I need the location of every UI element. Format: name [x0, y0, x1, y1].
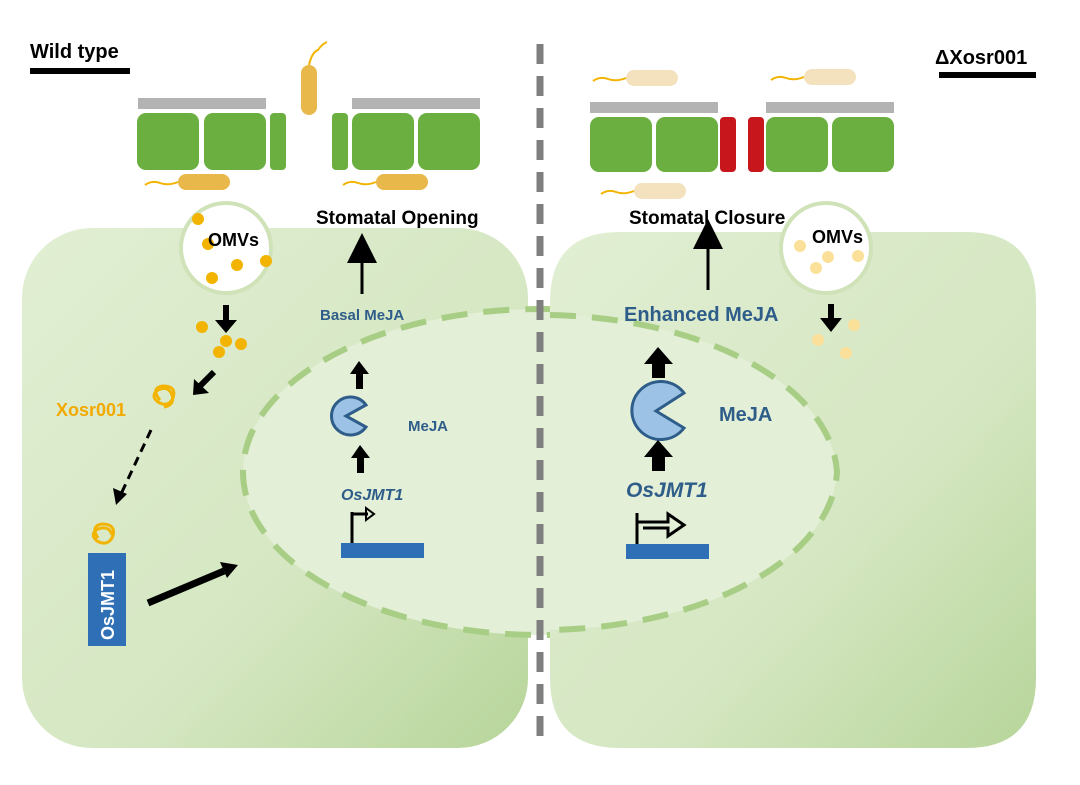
cuticle-layer	[138, 98, 266, 109]
epidermal-cell	[418, 113, 480, 170]
left-gene-label: OsJMT1	[341, 487, 403, 504]
epidermal-cell	[137, 113, 199, 170]
bacterium	[301, 41, 328, 115]
xosr001-label: Xosr001	[56, 400, 126, 420]
up-arrow	[351, 445, 370, 473]
epidermal-cell	[204, 113, 266, 170]
right-title-underline	[939, 72, 1036, 78]
dashed-arrow-head	[113, 488, 127, 505]
osjmt1-protein-label: OsJMT1	[98, 570, 118, 640]
promoter-arrow-icon	[635, 511, 687, 545]
enhanced-meja-label: Enhanced MeJA	[624, 304, 778, 326]
epidermal-cell	[766, 117, 828, 172]
left-omv-label: OMVs	[208, 230, 259, 250]
left-panel-title: Wild type	[30, 41, 119, 63]
left-title-underline	[30, 68, 130, 74]
meja-enzyme-icon	[630, 380, 687, 441]
cuticle-layer	[352, 98, 480, 109]
guard-cell	[270, 113, 286, 170]
cuticle-layer	[590, 102, 718, 113]
diagonal-arrow	[193, 369, 217, 395]
right-stomata-closed	[590, 102, 894, 172]
up-arrow	[644, 440, 673, 471]
bacterium	[600, 183, 686, 199]
right-panel-title: ΔXosr001	[935, 47, 1027, 69]
closed-guard-cell	[720, 117, 736, 172]
omv-vesicle	[779, 201, 873, 295]
right-meja-label: MeJA	[719, 404, 772, 426]
nucleus-right-half	[549, 312, 841, 633]
thick-down-arrow	[820, 304, 842, 332]
closed-guard-cell	[748, 117, 764, 172]
osjmt1-protein-box	[88, 553, 126, 646]
stomatal-opening-label: Stomatal Opening	[316, 208, 479, 229]
dashed-arrow	[119, 429, 153, 495]
omv-cargo-dots	[196, 321, 247, 358]
right-panel: ΔXosr001 Stomatal C	[549, 47, 1036, 748]
right-omv-label: OMVs	[812, 227, 863, 247]
up-arrow	[350, 361, 369, 389]
stomatal-closure-label: Stomatal Closure	[629, 208, 785, 229]
inhibition-arrow-head	[220, 562, 238, 578]
inhibition-arrow	[146, 567, 226, 607]
epidermal-cell	[352, 113, 414, 170]
epidermal-cell	[832, 117, 894, 172]
epidermal-cell	[590, 117, 652, 172]
promoter-arrow-icon	[350, 506, 376, 543]
guard-cell	[332, 113, 348, 170]
thick-down-arrow	[215, 305, 237, 333]
gene-bar	[341, 543, 424, 558]
epidermal-cell	[656, 117, 718, 172]
omv-vesicle	[179, 201, 273, 295]
bacterium	[144, 174, 230, 190]
basal-meja-label: Basal MeJA	[320, 307, 404, 324]
right-gene-label: OsJMT1	[626, 479, 708, 502]
left-meja-label: MeJA	[408, 418, 448, 435]
meja-enzyme-icon	[330, 395, 369, 437]
up-arrow	[644, 347, 673, 378]
gene-bar	[626, 544, 709, 559]
bacterium	[342, 174, 428, 190]
cuticle-layer	[766, 102, 894, 113]
xosr001-bound-icon	[91, 522, 115, 545]
bacterium	[592, 70, 678, 86]
omv-cargo-dots	[812, 319, 860, 359]
xosr001-protein-icon	[152, 384, 176, 409]
left-stomata-open	[137, 98, 480, 170]
bacterium	[770, 69, 856, 85]
